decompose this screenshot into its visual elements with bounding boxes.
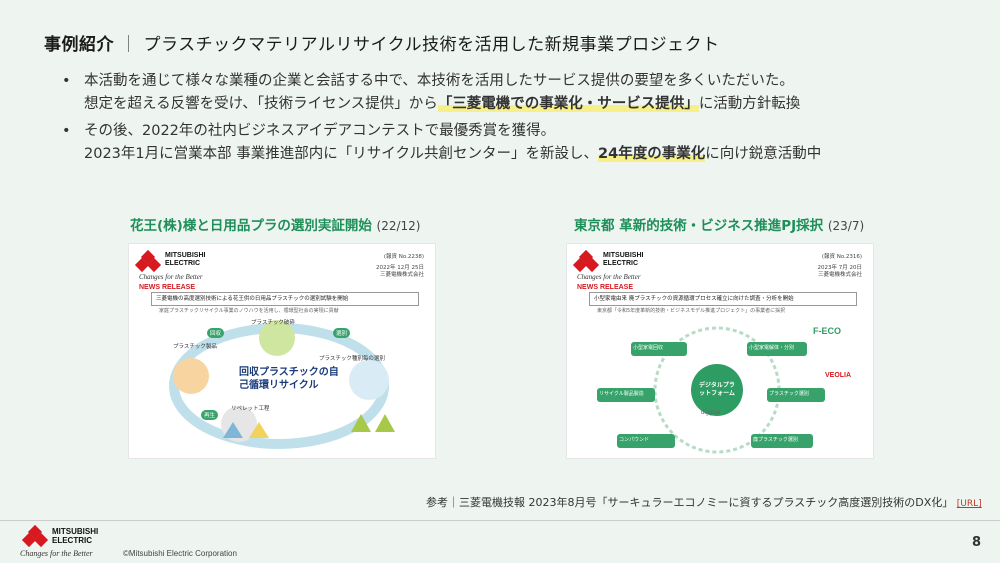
card-title-tokyo: 東京都 革新的技術・ビジネス推進PJ採択 (23/7): [574, 214, 864, 234]
reference-link[interactable]: [URL]: [956, 499, 982, 509]
highlight-text: 「三菱電機での事業化・サービス提供」: [437, 96, 699, 112]
diagram-node: コンパウンド: [619, 437, 650, 443]
release-company: 三菱電機株式会社: [379, 272, 424, 278]
diagram-node: 小型家電回収: [633, 345, 664, 351]
card-date: (23/7): [827, 219, 865, 233]
bullet-line: その後、2022年の社内ビジネスアイデアコンテストで最優秀賞を獲得。: [84, 123, 556, 139]
recycling-cycle-diagram: [169, 320, 395, 449]
bullet-text: に活動方針転換: [698, 96, 801, 112]
release-headline: 三菱電機の高度選別技術による花王供の日用品プラスチックの選別試験を開始: [151, 292, 419, 306]
bullet-line: 2023年1月に営業本部 事業推進部内に「リサイクル共創センター」を新設し、24…: [84, 143, 960, 166]
bullet-text: 2023年1月に営業本部 事業推進部内に「リサイクル共創センター」を新設し、: [84, 146, 599, 162]
tagline: Changes for the Better: [139, 273, 203, 281]
diagram-node: リペレット工程: [231, 406, 270, 412]
tagline: Changes for the Better: [577, 273, 641, 281]
diagram-node: リサイクル製品製造: [599, 391, 644, 397]
release-meta: (報資 No.2316) 2023年 7月 20日 三菱電機株式会社: [782, 254, 863, 279]
diagram-center-label: デジタルプラットフォーム: [699, 382, 735, 397]
bullet-list: • 本活動を通じて様々な業種の企業と会話する中で、本技術を活用したサービス提供の…: [60, 70, 960, 170]
partner-logo-feco: F-ECO: [813, 326, 841, 336]
bullet-item: • その後、2022年の社内ビジネスアイデアコンテストで最優秀賞を獲得。 202…: [60, 120, 960, 166]
footer-logo-text: MITSUBISHI ELECTRIC: [52, 527, 99, 545]
cycle-step-label: 回収: [207, 328, 225, 338]
release-meta: (報資 No.2238) 2022年 12月 25日 三菱電機株式会社: [344, 254, 424, 279]
release-headline: 小型家電由来 廃プラスチックの資源循環プロセス確立に向けた調査・分析を開始: [589, 292, 857, 306]
footer-divider: [0, 520, 1000, 521]
bullet-line: 想定を超える反響を受け、「技術ライセンス提供」から「三菱電機での事業化・サービス…: [84, 93, 960, 116]
cycle-step-label: 選別: [333, 328, 351, 338]
news-release-card-tokyo[interactable]: MITSUBISHI ELECTRIC Changes for the Bett…: [566, 243, 874, 459]
diagram-node: プラスチック製品: [173, 344, 217, 350]
bullet-line: 本活動を通じて様々な業種の企業と会話する中で、本技術を活用したサービス提供の要望…: [84, 73, 794, 89]
bullet-dot: •: [62, 73, 71, 89]
news-release-card-kao[interactable]: MITSUBISHI ELECTRIC Changes for the Bett…: [128, 243, 436, 459]
card-title-kao: 花王(株)様と日用品プラの選別実証開始 (22/12): [130, 214, 421, 234]
platform-diagram: [597, 326, 825, 454]
diagram-node: プラスチック選別: [769, 391, 809, 397]
diagram-node: プラスチック種別毎の選別: [319, 356, 385, 362]
logo-text: MITSUBISHI ELECTRIC: [165, 252, 206, 267]
release-subtitle: 東京都「令和5年度革新的技術・ビジネスモデル推進プロジェクト」の事業者に採択: [597, 308, 786, 314]
partner-logo-veolia: VEOLIA: [825, 372, 852, 379]
news-release-label: NEWS RELEASE: [139, 284, 196, 291]
diagram-node: 廃プラスチック選別: [753, 437, 798, 443]
release-number: (報資 No.2316): [821, 254, 862, 260]
copyright: ©Mitsubishi Electric Corporation: [123, 549, 237, 558]
card-title-text: 花王(株)様と日用品プラの選別実証開始: [130, 218, 372, 234]
page-number: 8: [972, 535, 982, 550]
card-date: (22/12): [376, 219, 421, 233]
cycle-step-label: 再生: [201, 410, 219, 420]
diagram-center-label: 回収プラスチックの自己循環リサイクル: [239, 367, 339, 391]
card-title-text: 東京都 革新的技術・ビジネス推進PJ採択: [574, 218, 824, 234]
bullet-item: • 本活動を通じて様々な業種の企業と会話する中で、本技術を活用したサービス提供の…: [60, 70, 960, 116]
release-number: (報資 No.2238): [383, 254, 424, 260]
title-text: プラスチックマテリアルリサイクル技術を活用した新規事業プロジェクト: [143, 35, 720, 55]
news-release-label: NEWS RELEASE: [577, 284, 634, 291]
highlight-text: 24年度の事業化: [598, 146, 706, 162]
release-company: 三菱電機株式会社: [817, 272, 862, 278]
title-label: 事例紹介: [44, 35, 114, 55]
release-date: 2022年 12月 25日: [376, 265, 424, 271]
diagram-node: 小型家電解体・分別: [749, 345, 795, 351]
release-date: 2023年 7月 20日: [817, 265, 863, 271]
reference-text: 参考｜三菱電機技報 2023年8月号「サーキュラーエコノミーに資するプラスチック…: [426, 496, 954, 509]
page-title: 事例紹介 ｜プラスチックマテリアルリサイクル技術を活用した新規事業プロジェクト: [44, 30, 720, 55]
reference-note: 参考｜三菱電機技報 2023年8月号「サーキュラーエコノミーに資するプラスチック…: [426, 494, 982, 510]
bullet-text: に向け鋭意活動中: [705, 146, 822, 162]
bullet-dot: •: [62, 123, 71, 139]
release-subtitle: 家庭プラスチックリサイクル事業のノウハウを活用し、循環型社会の実現に貢献: [159, 308, 339, 314]
diagram-node: プラスチック破砕: [251, 320, 295, 326]
partner-logo-digglue: digglue: [701, 410, 721, 416]
title-separator: ｜: [120, 35, 138, 55]
logo-text: MITSUBISHI ELECTRIC: [603, 252, 644, 267]
bullet-text: 想定を超える反響を受け、「技術ライセンス提供」から: [84, 96, 438, 112]
footer-tagline: Changes for the Better: [20, 549, 93, 558]
